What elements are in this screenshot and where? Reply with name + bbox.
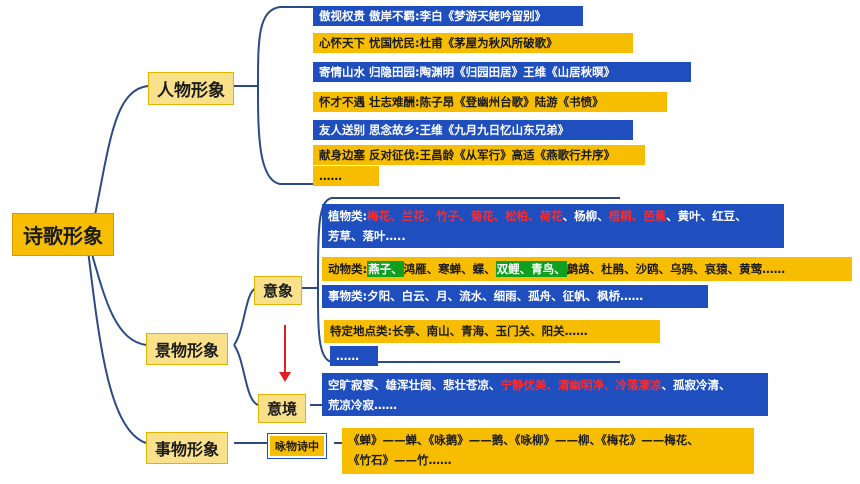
character-item: 友人送别 思念故乡:王维《九月九日忆山东兄弟》 (313, 120, 633, 140)
things-box: 事物类:夕阳、白云、月、流水、细雨、孤舟、征帆、枫桥…… (322, 285, 708, 308)
root-to-scenery-line (89, 246, 147, 346)
mood-node: 意境 (258, 394, 307, 423)
scenery-to-mood-line (233, 344, 259, 406)
animals-text-2: 鹧鸪、杜鹃、沙鸥、乌鸦、哀猿、黄莺…… (566, 262, 786, 276)
character-item: 献身边塞 反对征伐:王昌龄《从军行》高适《燕歌行并序》 (313, 145, 645, 165)
character-item: 心怀天下 忧国忧民:杜甫《茅屋为秋风所破歌》 (313, 33, 633, 53)
mood-highlight: 宁静优美、清幽明净、冷落凄凉 (500, 378, 662, 392)
down-arrow-icon (279, 325, 291, 382)
objects-box: 《蝉》——蝉、《咏鹅》——鹅、《咏柳》——柳、《梅花》——梅花、《竹石》——竹…… (342, 428, 754, 474)
root-to-objects-line (87, 249, 147, 444)
root-to-characters-line (94, 85, 149, 216)
plants-highlight-1: 梅花、兰花、竹子、菊花、松柏、荷花 (367, 209, 563, 223)
character-item: 寄情山水 归隐田园:陶渊明《归园田居》王维《山居秋暝》 (313, 62, 691, 82)
mood-label: 意境 (267, 400, 298, 418)
animals-text-1: 鸿雁、寒蝉、蝶、 (403, 262, 496, 276)
root-node: 诗歌形象 (12, 213, 114, 256)
characters-bracket-top (257, 6, 315, 87)
animals-prefix: 动物类: (328, 262, 368, 276)
plants-rest-line2: 芳草、落叶….. (328, 229, 406, 243)
mood-text-2: 、孤寂冷清、 (661, 378, 731, 392)
mood-text-1: 空旷寂寥、雄浑壮阔、悲壮苍凉、 (328, 378, 501, 392)
objects-line-1: 《蝉》——蝉、《咏鹅》——鹅、《咏柳》——柳、《梅花》——梅花、 (348, 433, 699, 447)
character-item: 傲视权贵 傲岸不羁:李白《梦游天姥吟留别》 (313, 6, 583, 26)
scenery-to-imagery-line (233, 287, 257, 346)
character-item: 怀才不遇 壮志难酬:陈子昂《登幽州台歌》陆游《书愤》 (313, 92, 667, 112)
root-label: 诗歌形象 (23, 224, 103, 248)
imagery-bracket-top (317, 197, 620, 289)
animals-box: 动物类:燕子、鸿雁、寒蝉、蝶、双鲤、青鸟、鹧鸪、杜鹃、沙鸥、乌鸦、哀猿、黄莺…… (322, 257, 852, 281)
imagery-label: 意象 (263, 282, 294, 300)
mood-box: 空旷寂寥、雄浑壮阔、悲壮苍凉、宁静优美、清幽明净、冷落凄凉、孤寂冷清、荒凉冷寂…… (322, 373, 768, 416)
plants-highlight-2: 梧桐、芭蕉 (608, 209, 667, 223)
plants-prefix: 植物类: (328, 209, 368, 223)
ode-poem-node: 咏物诗中 (267, 433, 327, 459)
character-item: …… (313, 166, 379, 186)
mood-text-3: 荒凉冷寂…… (328, 398, 397, 412)
imagery-node: 意象 (254, 276, 303, 305)
plants-box: 植物类:梅花、兰花、竹子、菊花、松柏、荷花、杨柳、梧桐、芭蕉、黄叶、红豆、芳草、… (322, 204, 784, 248)
characters-label: 人物形象 (157, 81, 225, 101)
objects-node: 事物形象 (146, 432, 229, 464)
characters-bracket-bottom (257, 85, 315, 185)
places-box: 特定地点类:长亭、南山、青海、玉门关、阳关…… (324, 320, 660, 343)
scenery-node: 景物形象 (146, 333, 229, 365)
scenery-label: 景物形象 (155, 341, 220, 360)
imagery-ellipsis: …… (330, 346, 378, 366)
animals-highlight-2: 双鲤、青鸟、 (495, 261, 567, 277)
objects-label: 事物形象 (155, 440, 220, 459)
ode-poem-label: 咏物诗中 (275, 440, 319, 453)
objects-line-2: 《竹石》——竹…… (348, 453, 452, 467)
plants-mid: 、杨柳、 (562, 209, 609, 223)
plants-rest: 、黄叶、红豆、 (666, 209, 747, 223)
animals-highlight-1: 燕子、 (367, 261, 404, 277)
characters-node: 人物形象 (148, 72, 234, 105)
